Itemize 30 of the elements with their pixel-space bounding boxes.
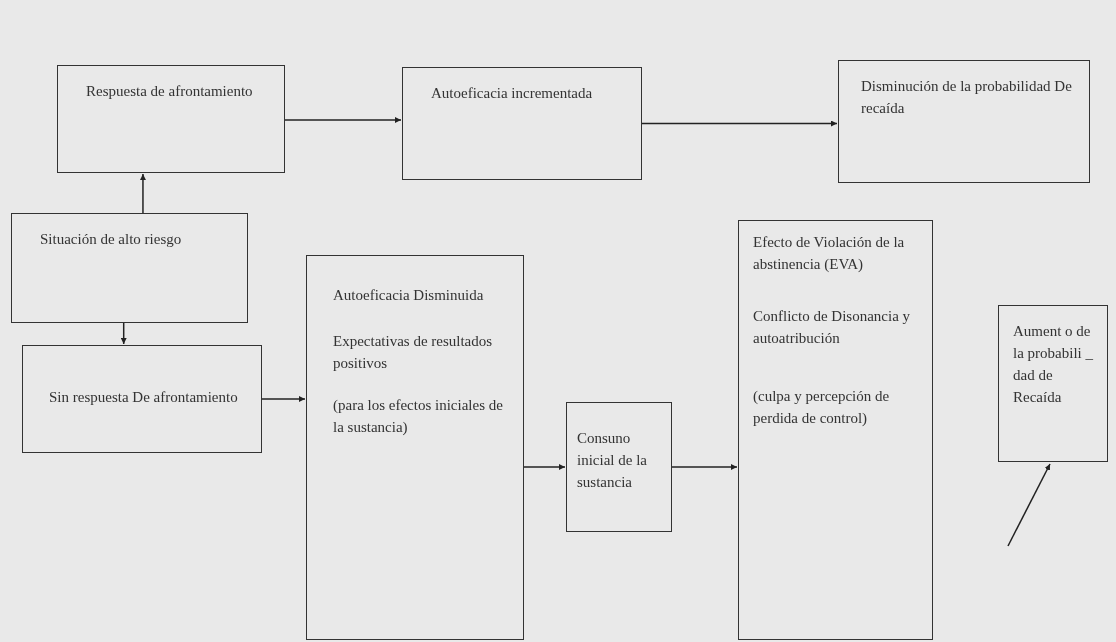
box-text: Aument o de la probabili _ dad de Recaída xyxy=(1013,322,1094,407)
process-box xyxy=(838,60,1090,183)
box-text: Sin respuesta De afrontamiento xyxy=(49,388,239,407)
box-text: Autoeficacia incrementada xyxy=(431,84,594,103)
box-text: Respuesta de afrontamiento xyxy=(86,82,254,101)
process-box xyxy=(402,67,642,180)
arrow xyxy=(671,464,738,470)
box-text: Situación de alto riesgo xyxy=(40,230,183,249)
arrow xyxy=(284,117,402,123)
process-box xyxy=(998,305,1108,462)
box-text: Conflicto de Disonancia y autoatribución xyxy=(753,307,912,348)
arrow xyxy=(1007,463,1051,547)
box-text: Expectativas de resultados positivos xyxy=(333,332,494,373)
arrow xyxy=(120,322,127,345)
box-text: (para los efectos iniciales de la sustancia) xyxy=(333,396,504,437)
arrow xyxy=(523,464,566,470)
box-text: Autoeficacia Disminuida xyxy=(333,286,485,305)
box-text: (culpa y percepción de perdida de control) xyxy=(753,387,891,428)
process-box xyxy=(738,220,933,640)
arrow xyxy=(139,173,146,214)
box-text: Efecto de Violación de la abstinencia (EVA) xyxy=(753,233,906,274)
arrow xyxy=(641,120,838,127)
process-box xyxy=(57,65,285,173)
arrow xyxy=(261,396,306,402)
process-box xyxy=(306,255,524,640)
process-box xyxy=(22,345,262,453)
process-box xyxy=(566,402,672,532)
box-text: Disminución de la probabilidad De recaída xyxy=(861,77,1073,118)
box-text: Consuno inicial de la sustancia xyxy=(577,429,648,492)
process-box xyxy=(11,213,248,323)
